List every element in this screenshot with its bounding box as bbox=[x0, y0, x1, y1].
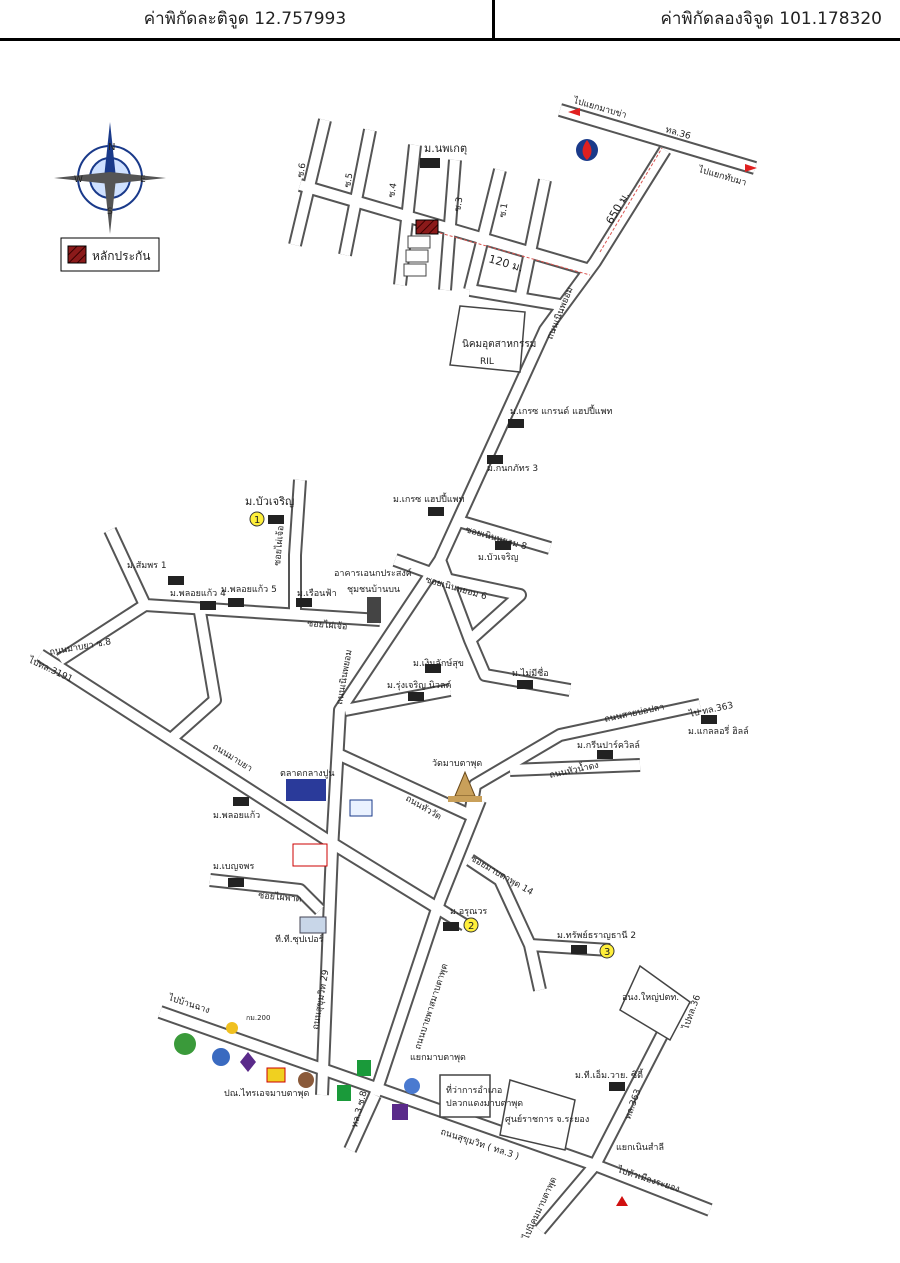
label-ngoen-lakmuk: ม.เงินลักษ์สุข bbox=[413, 657, 464, 669]
label-soi5: ซ.5 bbox=[343, 172, 355, 188]
label-soi-phai-cho2: ซอยไผ่เจ้อ bbox=[307, 618, 348, 632]
label-soi4: ซ.4 bbox=[387, 182, 399, 198]
header-rule bbox=[0, 38, 900, 41]
honda-icon bbox=[292, 843, 328, 867]
label-district-office: ที่ว่าการอำเภอ bbox=[446, 1083, 502, 1096]
village-icons bbox=[168, 158, 717, 1091]
label-bua-charoen-1: ม.บัวเจริญ bbox=[245, 495, 294, 508]
label-large-hospital: อนง.ใหญ่ปตท. bbox=[622, 992, 679, 1003]
marker-2 bbox=[463, 917, 479, 933]
header-divider bbox=[492, 0, 495, 40]
bank-blue-icon bbox=[212, 1048, 230, 1066]
collateral-plot bbox=[403, 219, 439, 277]
label-post-office: ปณ.ไทรเอจมาบตาพุด bbox=[224, 1088, 310, 1099]
label-ril: RIL bbox=[480, 357, 494, 367]
coordinate-header: ค่าพิกัดละติจูด 12.757993 ค่าพิกัดลองจิจ… bbox=[0, 0, 900, 42]
label-soi3: ซ.3 bbox=[453, 196, 465, 212]
svg-text:W: W bbox=[74, 175, 83, 185]
svg-text:2: 2 bbox=[468, 921, 474, 932]
legend: หลักประกัน bbox=[60, 237, 160, 272]
label-building1: อาคารเอนกประสงค์ bbox=[334, 567, 412, 579]
label-ril-estate: นิคมอุตสาหกรรม bbox=[462, 339, 536, 350]
market-icon bbox=[286, 779, 326, 801]
temple-icon bbox=[448, 770, 482, 802]
seven-eleven-icon bbox=[357, 1060, 371, 1076]
supermarket-icon bbox=[299, 916, 327, 934]
label-ar-arun: ม.อรุณวร bbox=[450, 907, 487, 917]
label-nopphaket: ม.นพเกตุ bbox=[424, 142, 467, 155]
label-rungcharoen: ม.รุ่งเจริญ นิวลค์ bbox=[387, 679, 451, 691]
post-icon bbox=[266, 1067, 286, 1083]
label-somporn1: ม.สัมพร 1 bbox=[127, 561, 167, 571]
label-benjaporn: ม.เบญจพร bbox=[213, 862, 254, 872]
label-ploy-kaew: ม.พลอยแก้ว bbox=[213, 810, 260, 821]
label-bua-charoen-2: ม.บัวเจริญ bbox=[478, 552, 519, 563]
label-km200: กม.200 bbox=[246, 1014, 270, 1022]
label-tt-super: ที.ที.ซุปเปอร์ bbox=[275, 933, 324, 945]
marker-3 bbox=[599, 943, 615, 959]
label-thachai: ม.ทรัพย์ธราญธานี 2 bbox=[557, 929, 636, 941]
label-tt-cty: ม.ที.เอ็ม.วาย. ซิตี้ bbox=[575, 1068, 644, 1081]
label-kanokphat3: ม.กนกภัทร 3 bbox=[487, 464, 538, 474]
label-wat-map-ta-phut: วัดมาบตาพุด bbox=[432, 759, 482, 769]
svg-text:E: E bbox=[140, 175, 146, 185]
label-building2: ชุมชนบ้านบน bbox=[347, 584, 400, 595]
multipurpose-building-icon bbox=[367, 597, 381, 623]
road-network bbox=[36, 103, 757, 1235]
label-grace-grand: ม.เกรซ แกรนด์ แฮปปี้แพท bbox=[510, 404, 613, 417]
bank-purple-icon bbox=[392, 1104, 408, 1120]
label-talat-market: ตลาดกลางปูน bbox=[280, 769, 335, 779]
shop-icon bbox=[349, 799, 373, 817]
compass-icon: N S E W bbox=[54, 122, 166, 234]
latitude-label: ค่าพิกัดละติจูด 12.757993 bbox=[143, 9, 347, 29]
kasikorn-icon bbox=[174, 1033, 196, 1055]
svg-text:N: N bbox=[108, 142, 115, 153]
label-grace-happy: ม.เกรซ แฮปปี้แพท bbox=[393, 492, 465, 505]
krungthai-icon bbox=[298, 1072, 314, 1088]
label-soi-phai-cho: ซอยไผ่เจ้อ bbox=[272, 525, 286, 566]
svg-text:3: 3 bbox=[604, 947, 610, 958]
arrow-icons bbox=[568, 108, 757, 172]
label-green-hill: ม.แกลลอรี่ ฮิลล์ bbox=[688, 724, 749, 737]
bell-icon bbox=[226, 1022, 238, 1034]
label-map-ta-phut-junction: แยกมาบตาพุด bbox=[410, 1053, 466, 1063]
label-noen-sala: แยกเนินสำลี bbox=[616, 1142, 664, 1153]
bank-building-icon bbox=[404, 1078, 420, 1094]
mitsubishi-icon bbox=[616, 1196, 628, 1206]
label-ploy-kaew5: ม.พลอยแก้ว 5 bbox=[221, 584, 277, 595]
svg-text:1: 1 bbox=[254, 515, 260, 526]
distance-lines bbox=[439, 147, 663, 276]
legend-collateral-label: หลักประกัน bbox=[92, 249, 151, 263]
landmark-boxes bbox=[439, 305, 691, 1151]
label-mai-me-chue: ม.ไม่มีชื่อ bbox=[512, 666, 549, 679]
longitude-label: ค่าพิกัดลองจิจูด 101.178320 bbox=[660, 9, 883, 29]
label-ploy-kaew4: ม.พลอยแก้ว 4 bbox=[170, 588, 226, 599]
label-soi1: ซ.1 bbox=[498, 202, 510, 218]
svg-text:S: S bbox=[107, 207, 113, 217]
label-green-park: ม.กรีนปาร์ควิลล์ bbox=[577, 739, 640, 751]
scb-icon bbox=[240, 1052, 256, 1072]
numbered-markers: 1 2 3 bbox=[249, 511, 615, 959]
marker-1 bbox=[249, 511, 265, 527]
label-ruean-fa: ม.เรือนฟ้า bbox=[297, 588, 337, 599]
label-center: ศูนย์ราชการ จ.ระยอง bbox=[505, 1113, 589, 1125]
label-soi-phaipat: ซอยไผ่พาด bbox=[258, 890, 302, 905]
seven-eleven-icon-2 bbox=[337, 1085, 351, 1101]
label-soi6: ซ.6 bbox=[296, 162, 308, 178]
ptt-gas-station-icon bbox=[576, 139, 598, 161]
label-district-office2: ปลวกแดงมาบตาพุด bbox=[446, 1099, 523, 1109]
